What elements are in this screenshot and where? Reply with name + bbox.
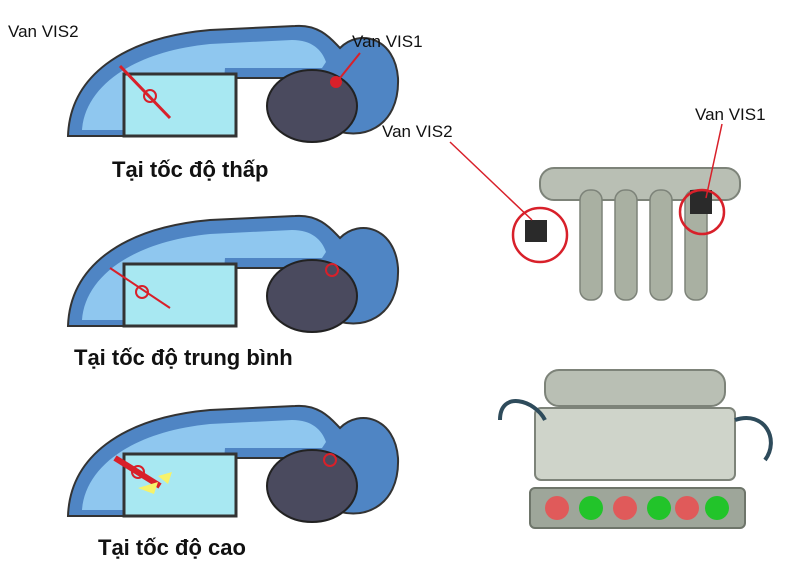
flow-arrow-yellow <box>158 472 172 484</box>
manifold-runner <box>649 189 673 301</box>
caption-mid-speed: Tại tốc độ trung bình <box>74 345 293 370</box>
plenum <box>266 259 358 333</box>
chamber <box>122 72 238 138</box>
port-red <box>545 496 569 520</box>
hose <box>734 416 773 462</box>
chamber <box>122 452 238 518</box>
diagram-high-speed <box>66 404 400 523</box>
vis1-pointer <box>339 52 361 79</box>
manifold-body <box>534 407 736 481</box>
vis2-label-top: Van VIS2 <box>8 22 79 41</box>
port-green <box>647 496 671 520</box>
caption-high-speed: Tại tốc độ cao <box>98 535 246 560</box>
diagram-low-speed <box>66 24 400 143</box>
plenum <box>266 69 358 143</box>
vis2-valve-line <box>113 455 162 489</box>
port-red <box>613 496 637 520</box>
caption-low-speed: Tại tốc độ thấp <box>112 157 269 182</box>
vis2-valve-marker <box>143 89 157 103</box>
manifold-photo-bottom <box>498 369 773 529</box>
vis2-valve-body <box>525 220 547 242</box>
manifold-runner <box>614 189 638 301</box>
vis2-valve-marker <box>131 465 145 479</box>
manifold-runner <box>579 189 603 301</box>
port-green <box>579 496 603 520</box>
vis1-valve-marker <box>323 453 337 467</box>
diagram-mid-speed <box>66 214 400 333</box>
manifold-plenum <box>544 369 726 407</box>
vis2-valve-marker <box>135 285 149 299</box>
vis1-label-photo: Van VIS1 <box>695 105 766 124</box>
vis1-highlight-circle <box>678 188 726 236</box>
plenum <box>266 449 358 523</box>
vis2-highlight-circle <box>511 206 569 264</box>
port-green <box>705 496 729 520</box>
flow-arrow-yellow <box>138 482 158 494</box>
hose <box>498 399 547 422</box>
vis1-label-top: Van VIS1 <box>352 32 423 51</box>
vis1-valve-marker <box>330 76 342 88</box>
vis2-label-photo: Van VIS2 <box>382 122 453 141</box>
chamber <box>122 262 238 328</box>
vis2-valve-line <box>109 267 171 309</box>
vis1-valve-marker <box>325 263 339 277</box>
manifold-photo-top <box>511 167 741 301</box>
port-red <box>675 496 699 520</box>
